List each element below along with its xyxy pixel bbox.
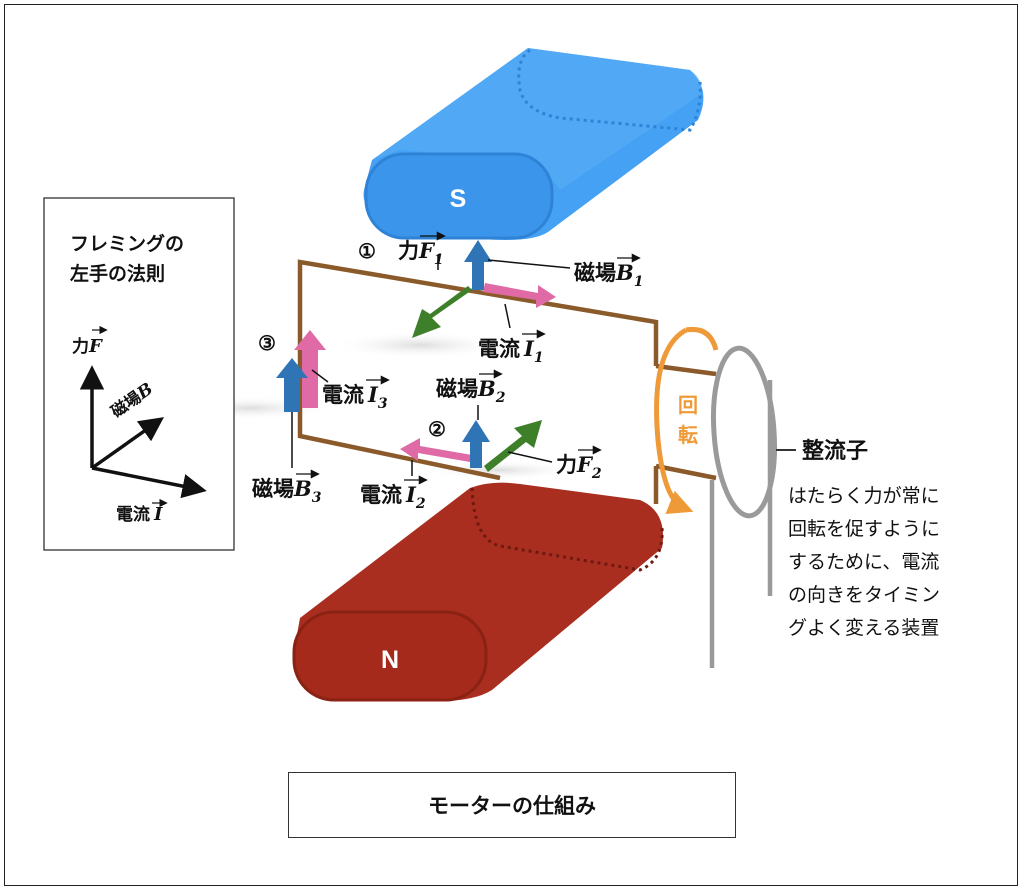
current-arrow-1 [483,283,556,308]
field-arrow-2 [462,420,490,468]
diagram-caption: モーターの仕組み [288,772,736,838]
field-arrow-3 [276,358,308,412]
south-magnet-label: S [450,185,467,213]
force-arrow-2 [484,420,542,472]
commutator-title: 整流子 [802,438,868,464]
rotation-arrow: 回 転 [654,326,719,515]
north-magnet-label: N [381,646,399,674]
coil [297,259,717,504]
fleming-force-label: 力F [72,336,103,357]
commutator-desc-line: するために、電流 [788,551,939,573]
fleming-title-line2: 左手の法則 [70,262,165,285]
position-2-arrows [400,405,553,476]
position-3-marker: ③ [258,331,276,355]
north-magnet: N [292,482,664,702]
commutator-desc-line: グよく変える装置 [788,617,939,639]
commutator-description: はたらく力が常に 回転を促すように するために、電流 の向きをタイミン グよく変… [788,485,940,639]
current-arrow-2 [400,438,472,462]
south-magnet: S [363,48,704,240]
commutator-desc-line: の向きをタイミン [788,584,940,606]
force-label-1: 力F1 [398,238,444,268]
current-arrow-3 [294,330,326,408]
field-label-1: 磁場B1 [574,260,644,290]
field-label-3: 磁場B3 [252,476,322,506]
rotation-label-char1: 回 [678,393,698,417]
commutator-desc-line: 回転を促すように [788,518,940,540]
field-arrow-1 [464,240,492,290]
position-3-arrows [276,330,329,468]
position-2-marker: ② [428,417,446,441]
position-1-marker: ① [358,239,376,263]
field-label-2: 磁場B2 [436,376,506,406]
rotation-label-char2: 転 [678,423,698,447]
fleming-field-axis [90,417,165,470]
commutator [709,345,796,668]
fleming-current-axis [91,466,207,499]
diagram-frame [4,4,1018,886]
force-label-2: 力F2 [556,452,602,482]
position-1-arrows [412,240,571,338]
fleming-title-line1: フレミングの [70,232,184,255]
commutator-desc-line: はたらく力が常に [788,485,940,507]
